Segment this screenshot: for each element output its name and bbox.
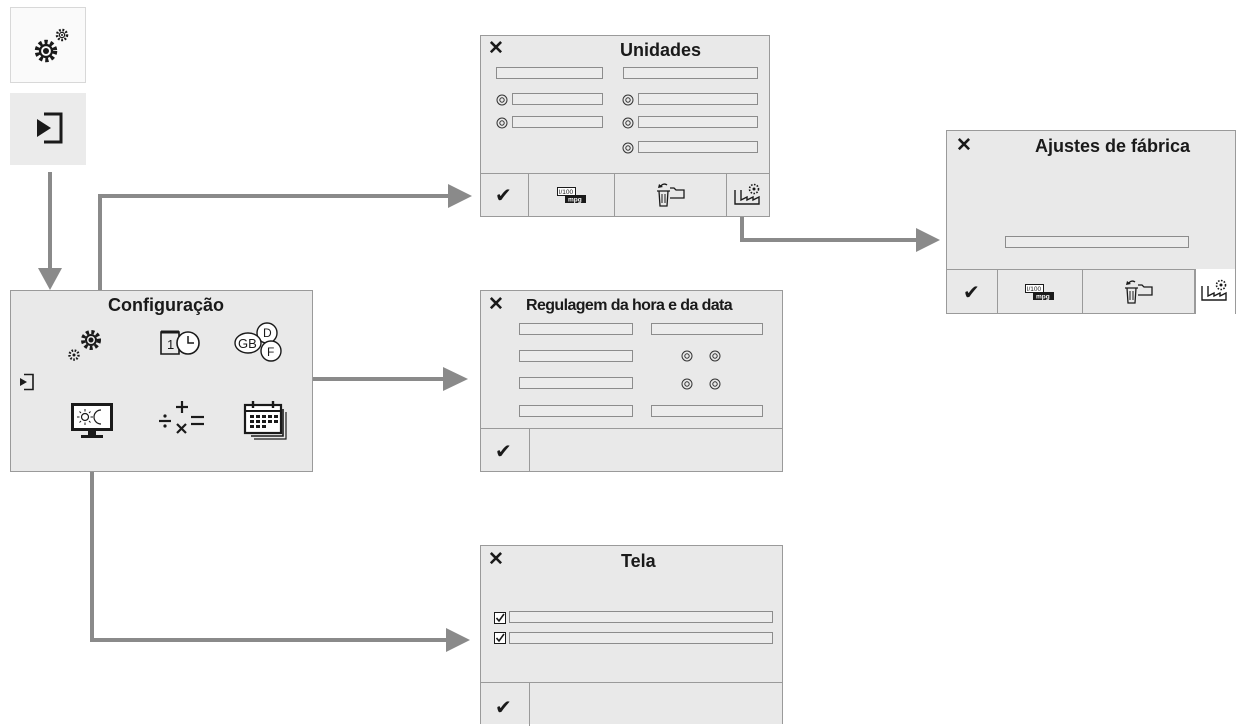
language-gb: GB bbox=[238, 336, 257, 351]
delete-folder-button[interactable] bbox=[1083, 270, 1195, 314]
close-icon[interactable]: ✕ bbox=[488, 294, 504, 315]
radio-icon[interactable] bbox=[622, 117, 634, 129]
radio-icon[interactable] bbox=[681, 350, 693, 362]
confirm-button[interactable]: ✔ bbox=[481, 174, 529, 217]
unit-field-header-right[interactable] bbox=[623, 67, 758, 79]
time-field[interactable] bbox=[519, 405, 633, 417]
calendar-day-label: 1 bbox=[167, 337, 174, 352]
arrow-unidades-to-ajustes bbox=[740, 216, 918, 242]
language-icon[interactable]: GB D F bbox=[233, 321, 289, 363]
ajustes-footer: ✔ l/100 mpg bbox=[947, 269, 1235, 314]
settings-gears-icon bbox=[29, 26, 73, 70]
unit-field[interactable] bbox=[638, 116, 758, 128]
unit-field[interactable] bbox=[638, 141, 758, 153]
check-icon: ✔ bbox=[495, 697, 512, 719]
delete-folder-icon bbox=[1123, 279, 1153, 305]
mpg-bottom-text: mpg bbox=[568, 197, 582, 204]
tela-title: Tela bbox=[621, 551, 656, 571]
settings-gears-icon[interactable] bbox=[66, 327, 106, 363]
check-icon: ✔ bbox=[495, 441, 512, 463]
time-field[interactable] bbox=[651, 405, 763, 417]
arrowhead-unidades bbox=[448, 184, 472, 208]
reset-progress-field bbox=[1005, 236, 1189, 248]
time-field[interactable] bbox=[519, 377, 633, 389]
radio-icon[interactable] bbox=[681, 378, 693, 390]
factory-settings-icon bbox=[1200, 278, 1228, 302]
arrow-configuracao-to-tela bbox=[90, 452, 448, 642]
time-field[interactable] bbox=[519, 350, 633, 362]
unit-field-header-left[interactable] bbox=[496, 67, 603, 79]
close-icon[interactable]: ✕ bbox=[488, 38, 504, 59]
factory-settings-button[interactable] bbox=[1195, 269, 1235, 314]
unit-field[interactable] bbox=[638, 93, 758, 105]
radio-icon[interactable] bbox=[622, 94, 634, 106]
units-mpg-button[interactable]: l/100 mpg bbox=[529, 174, 615, 217]
checkbox-icon[interactable] bbox=[494, 612, 506, 624]
check-icon: ✔ bbox=[495, 185, 512, 207]
hora-data-panel: ✕ Regulagem da hora e da data ✔ bbox=[480, 290, 783, 472]
arrowhead-ajustes bbox=[916, 228, 940, 252]
time-field[interactable] bbox=[519, 323, 633, 335]
display-option-field[interactable] bbox=[509, 632, 773, 644]
display-option-field[interactable] bbox=[509, 611, 773, 623]
confirm-button[interactable]: ✔ bbox=[947, 270, 998, 314]
confirm-button[interactable]: ✔ bbox=[481, 683, 530, 726]
mpg-top-text: l/100 bbox=[1027, 286, 1041, 293]
mpg-bottom-text: mpg bbox=[1036, 294, 1050, 301]
mpg-top-text: l/100 bbox=[559, 189, 573, 196]
close-icon[interactable]: ✕ bbox=[488, 549, 504, 570]
settings-tile[interactable] bbox=[10, 7, 86, 83]
calculator-icon[interactable] bbox=[157, 401, 207, 437]
checkbox-icon[interactable] bbox=[494, 632, 506, 644]
radio-icon[interactable] bbox=[709, 378, 721, 390]
display-icon[interactable] bbox=[69, 401, 115, 441]
factory-settings-button[interactable] bbox=[727, 174, 769, 217]
unidades-footer: ✔ l/100 mpg bbox=[481, 173, 769, 217]
factory-settings-icon bbox=[733, 182, 761, 206]
exit-icon[interactable] bbox=[19, 373, 35, 391]
enter-icon bbox=[34, 111, 64, 145]
confirm-button[interactable]: ✔ bbox=[481, 429, 530, 472]
ajustes-title: Ajustes de fábrica bbox=[1035, 136, 1191, 156]
arrowhead-tela bbox=[446, 628, 470, 652]
radio-icon[interactable] bbox=[622, 142, 634, 154]
hora-data-title: Regulagem da hora e da data bbox=[526, 297, 733, 314]
configuracao-title: Configuração bbox=[108, 295, 225, 315]
tela-panel: ✕ Tela ✔ bbox=[480, 545, 783, 726]
configuracao-panel: Configuração 1 GB D F bbox=[10, 290, 313, 472]
delete-folder-icon bbox=[655, 182, 685, 208]
unit-field[interactable] bbox=[512, 93, 603, 105]
arrowhead-hora bbox=[443, 367, 468, 391]
mpg-icon: l/100 mpg bbox=[1025, 284, 1055, 301]
calendar-icon[interactable] bbox=[243, 399, 289, 440]
close-icon[interactable]: ✕ bbox=[956, 135, 972, 156]
check-icon: ✔ bbox=[963, 282, 980, 304]
enter-tile[interactable] bbox=[10, 93, 86, 165]
language-f: F bbox=[267, 345, 274, 359]
unit-field[interactable] bbox=[512, 116, 603, 128]
hora-data-footer: ✔ bbox=[481, 428, 782, 472]
language-d: D bbox=[263, 326, 272, 340]
radio-icon[interactable] bbox=[496, 117, 508, 129]
unidades-title: Unidades bbox=[620, 40, 702, 60]
arrow-configuracao-to-unidades bbox=[98, 194, 450, 318]
units-mpg-button[interactable]: l/100 mpg bbox=[998, 270, 1083, 314]
radio-icon[interactable] bbox=[709, 350, 721, 362]
arrowhead-down bbox=[38, 268, 62, 290]
time-field[interactable] bbox=[651, 323, 763, 335]
unidades-panel: ✕ Unidades ✔ l/100 mpg bbox=[480, 35, 770, 217]
tela-footer: ✔ bbox=[481, 682, 782, 726]
delete-folder-button[interactable] bbox=[615, 174, 727, 217]
radio-icon[interactable] bbox=[496, 94, 508, 106]
mpg-icon: l/100 mpg bbox=[557, 187, 587, 204]
clock-calendar-icon[interactable]: 1 bbox=[159, 329, 203, 357]
ajustes-panel: ✕ Ajustes de fábrica ✔ l/100 mpg bbox=[946, 130, 1236, 314]
